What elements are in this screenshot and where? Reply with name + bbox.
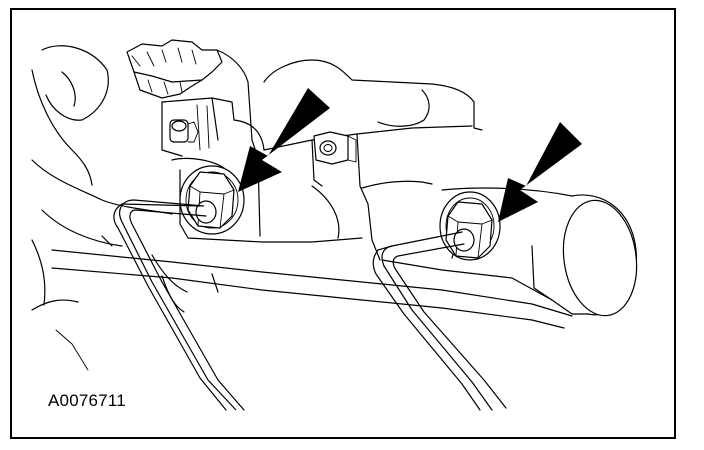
right-tube-nut-fitting [439,191,501,261]
mounting-bolt-left [169,119,199,143]
left-brake-tube [113,199,245,411]
right-cylinder [381,187,638,317]
left-housing-body [31,45,188,371]
arrow-left-fitting [238,88,330,192]
figure-frame: A0076711 [10,8,676,439]
figure-id-label: A0076711 [48,391,126,410]
mounting-bolt-center [313,131,357,165]
right-brake-tube [372,231,507,411]
valve-body [161,59,483,261]
brake-line-fittings-illustration [31,39,638,411]
left-tube-nut-fitting [179,165,245,235]
arrow-right-fitting [498,122,582,222]
frame-rail [51,249,573,329]
electrical-connector [126,39,249,99]
